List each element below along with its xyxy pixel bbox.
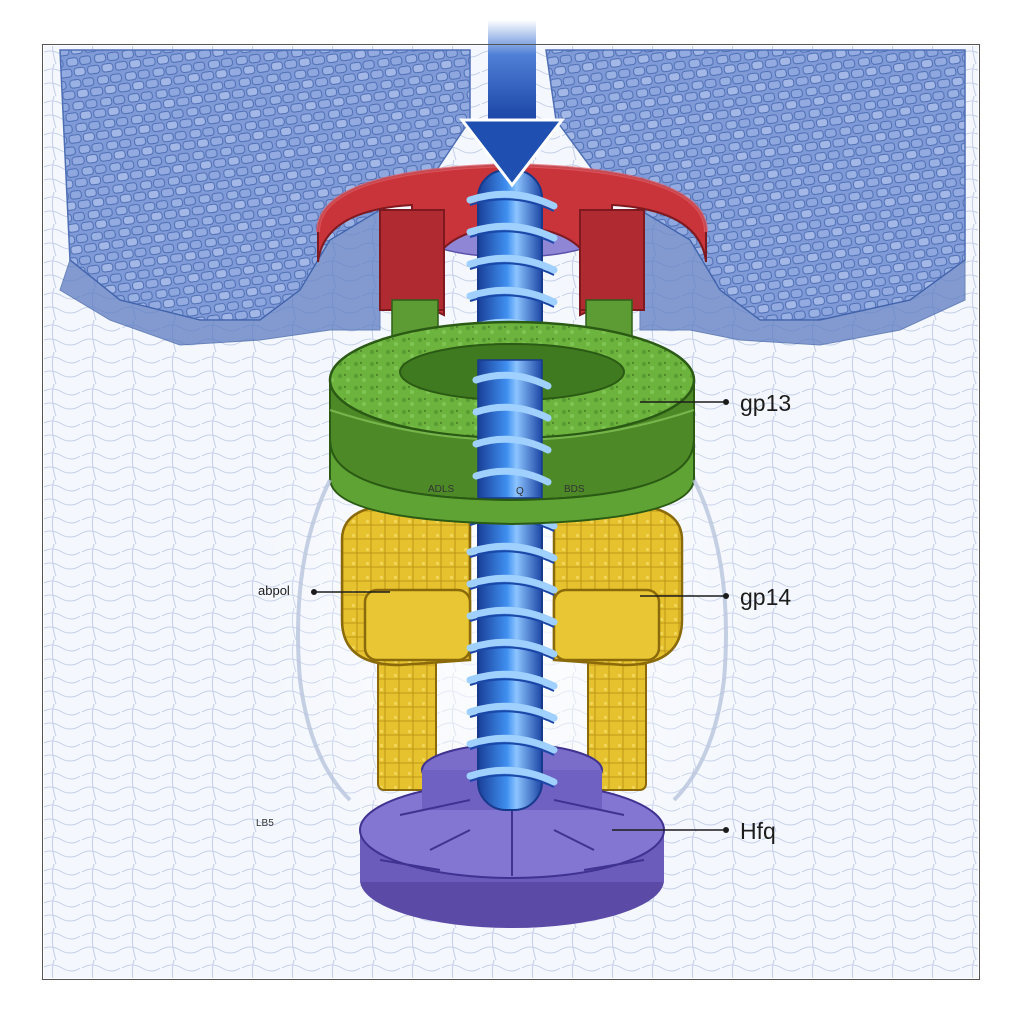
green-ring	[328, 320, 696, 526]
green-mark-mid: Q	[516, 486, 524, 497]
label-hfq: Hfq	[740, 818, 776, 844]
base-mark: LB5	[256, 818, 274, 829]
green-mark-left: ADLS	[428, 484, 455, 495]
red-ring	[316, 162, 708, 317]
label-gp14: gp14	[740, 584, 792, 610]
green-mark-right: BDS	[564, 484, 585, 495]
entry-arrow	[458, 20, 566, 188]
label-gp13: gp13	[740, 390, 792, 416]
label-left-callout: abpol	[258, 583, 290, 598]
yellow-subunits	[340, 469, 684, 791]
